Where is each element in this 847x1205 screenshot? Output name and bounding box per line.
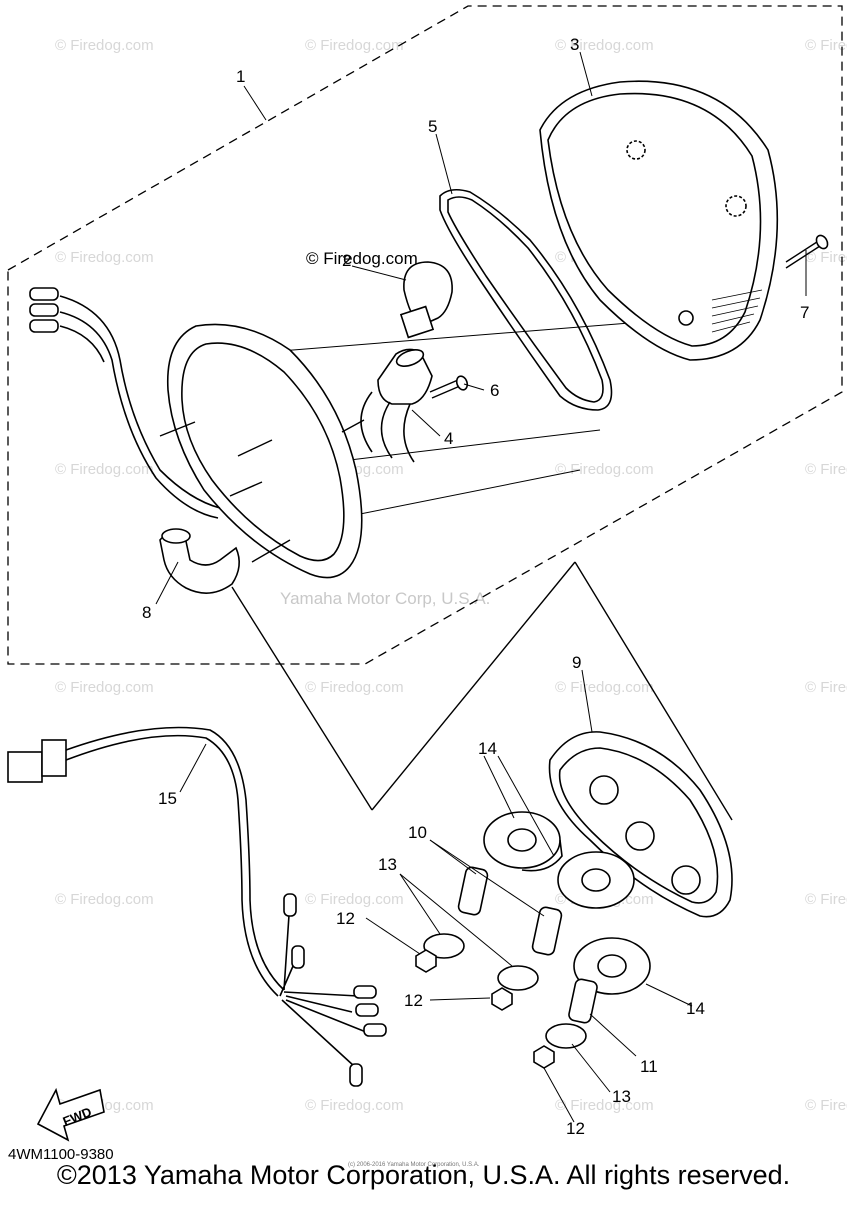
- callout-12: 12: [566, 1119, 585, 1138]
- collar: [457, 866, 489, 916]
- watermark: © Firedog.com: [55, 461, 154, 478]
- bulb: [399, 261, 453, 339]
- washer: [497, 965, 539, 991]
- assembly-boundary: [7, 5, 843, 665]
- watermark: © Firedog.com: [805, 679, 847, 696]
- collar: [568, 978, 598, 1024]
- callout-10: 10: [408, 823, 427, 842]
- inline-watermark: © Firedog.com: [306, 249, 418, 268]
- copyright-notice: ©2013 Yamaha Motor Corporation, U.S.A. A…: [56, 1160, 791, 1190]
- callout-14: 14: [686, 999, 705, 1018]
- watermark: © Firedog.com: [805, 249, 847, 266]
- watermark: © Firedog.com: [55, 249, 154, 266]
- watermark: © Firedog.com: [305, 679, 404, 696]
- callout-15: 15: [158, 789, 177, 808]
- taillight-housing: [159, 323, 365, 579]
- watermark: © Firedog.com: [555, 1097, 654, 1114]
- nut: [491, 987, 513, 1011]
- gasket-inner: [447, 196, 604, 403]
- callout-7: 7: [800, 303, 809, 322]
- tiny-copyright: (c) 2006-2016 Yamaha Motor Corporation, …: [348, 1162, 480, 1168]
- watermark: © Firedog.com: [555, 461, 654, 478]
- socket-screw: [429, 375, 469, 399]
- watermark: © Firedog.com: [805, 1097, 847, 1114]
- callout-9: 9: [572, 653, 581, 672]
- callout-6: 6: [490, 381, 499, 400]
- callout-12: 12: [404, 991, 423, 1010]
- callout-3: 3: [570, 35, 579, 54]
- base-plate: [548, 731, 733, 918]
- callout-13: 13: [378, 855, 397, 874]
- watermark: © Firedog.com: [55, 37, 154, 54]
- taillight-lens: [539, 80, 779, 361]
- spacer: [483, 811, 563, 872]
- watermark: © Firedog.com: [805, 37, 847, 54]
- leader-lines: [155, 51, 807, 1123]
- watermark: © Firedog.com: [55, 679, 154, 696]
- center-watermark: Yamaha Motor Corp, U.S.A.: [280, 589, 490, 608]
- nut: [533, 1045, 555, 1069]
- callout-11: 11: [640, 1057, 658, 1076]
- spacer: [557, 851, 635, 909]
- bulb-socket: [360, 348, 433, 463]
- callout-5: 5: [428, 117, 437, 136]
- watermark: © Firedog.com: [805, 461, 847, 478]
- watermark: © Firedog.com: [555, 679, 654, 696]
- wire-harness: [7, 726, 387, 1087]
- spacer: [573, 937, 651, 995]
- callout-2: 2: [342, 251, 351, 270]
- watermark: © Firedog.com: [305, 1097, 404, 1114]
- washer: [423, 933, 465, 959]
- callout-13: 13: [612, 1087, 631, 1106]
- lens-screw: [785, 234, 829, 269]
- callout-1: 1: [236, 67, 245, 86]
- nut: [415, 949, 437, 973]
- part-code: 4WM1100-9380: [8, 1146, 114, 1163]
- callout-14: 14: [478, 739, 497, 758]
- callout-12: 12: [336, 909, 355, 928]
- watermark: © Firedog.com: [555, 37, 654, 54]
- housing-wires: [29, 287, 221, 519]
- callout-4: 4: [444, 429, 453, 448]
- gasket: [439, 188, 613, 411]
- washer: [545, 1023, 587, 1049]
- watermark: © Firedog.com: [305, 891, 404, 908]
- grommet: [159, 528, 240, 594]
- watermark: © Firedog.com: [55, 891, 154, 908]
- callouts: 1 2 3 4 5 6 7 8 9 10 11 12 12 12 13 13 1…: [142, 35, 809, 1138]
- collar: [531, 906, 563, 956]
- watermark: © Firedog.com: [805, 891, 847, 908]
- callout-8: 8: [142, 603, 151, 622]
- watermark: © Firedog.com: [305, 37, 404, 54]
